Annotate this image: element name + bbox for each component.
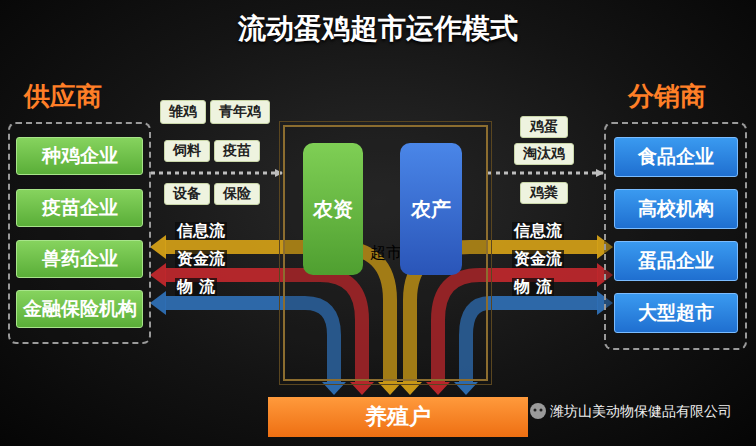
group-heading: 超市 — [370, 243, 402, 264]
node-text: 农产 — [411, 196, 451, 223]
node-text: 鸡蛋 — [530, 118, 558, 136]
flow-label: 物 流 — [512, 278, 554, 296]
node-text: 青年鸡 — [219, 103, 261, 121]
node-text: 雏鸡 — [169, 103, 197, 121]
goods-tag: 保险 — [214, 183, 260, 205]
supplier-group: 供应商种鸡企业疫苗企业兽药企业金融保险机构 — [8, 122, 151, 344]
goods-tag: 设备 — [164, 183, 210, 205]
arrow-head — [398, 382, 422, 395]
flow-label: 物 流 — [175, 278, 217, 296]
supplier-box: 金融保险机构 — [16, 290, 143, 328]
watermark: 潍坊山美动物保健品有限公司 — [550, 402, 732, 420]
supermarket-box: 超市农资 农产 — [283, 125, 488, 381]
distributor-group: 分销商食品企业高校机构蛋品企业大型超市 — [604, 122, 747, 350]
produce-box: 农产 — [400, 143, 462, 275]
node-text: 淘汰鸡 — [523, 145, 565, 163]
node-text: 金融保险机构 — [23, 296, 137, 322]
arrow-head — [378, 382, 402, 395]
node-text: 食品企业 — [638, 144, 714, 170]
flow-label: 资金流 — [512, 250, 564, 268]
group-heading: 分销商 — [628, 80, 706, 112]
distributor-box: 食品企业 — [614, 137, 738, 177]
arrow-head — [150, 291, 166, 315]
goods-tag: 雏鸡 — [160, 100, 206, 124]
node-text: 设备 — [173, 185, 201, 203]
arrow-head — [350, 382, 374, 395]
node-text: 种鸡企业 — [42, 143, 118, 169]
goods-tag: 青年鸡 — [210, 100, 270, 124]
node-text: 农资 — [313, 196, 353, 223]
diagram-title: 流动蛋鸡超市运作模式 — [0, 10, 756, 48]
node-text: 饲料 — [173, 142, 201, 160]
node-text: 蛋品企业 — [638, 248, 714, 274]
goods-tag: 淘汰鸡 — [514, 143, 574, 165]
group-heading: 供应商 — [24, 80, 102, 112]
node-text: 高校机构 — [638, 196, 714, 222]
supplier-box: 兽药企业 — [16, 240, 143, 278]
supplier-box: 疫苗企业 — [16, 189, 143, 227]
node-text: 疫苗企业 — [42, 195, 118, 221]
goods-tag: 疫苗 — [214, 140, 260, 162]
arrow-head — [426, 382, 450, 395]
farmer-box: 养殖户 — [268, 397, 528, 437]
node-text: 疫苗 — [223, 142, 251, 160]
goods-tag: 鸡蛋 — [520, 116, 568, 138]
distributor-box: 高校机构 — [614, 189, 738, 229]
dashed-arrow — [488, 172, 603, 175]
input-box: 农资 — [303, 143, 363, 275]
flow-label: 信息流 — [512, 222, 564, 240]
node-text: 兽药企业 — [42, 246, 118, 272]
goods-tag: 饲料 — [164, 140, 210, 162]
node-text: 养殖户 — [365, 402, 431, 432]
flow-label: 资金流 — [175, 250, 227, 268]
distributor-box: 蛋品企业 — [614, 241, 738, 281]
supplier-box: 种鸡企业 — [16, 137, 143, 175]
arrow-head — [150, 263, 166, 287]
node-text: 鸡粪 — [530, 184, 558, 202]
arrow-head — [150, 235, 166, 259]
wechat-icon — [530, 403, 546, 419]
dashed-arrow — [151, 172, 282, 175]
arrow-head — [322, 382, 346, 395]
node-text: 保险 — [223, 185, 251, 203]
arrow-head — [454, 382, 478, 395]
distributor-box: 大型超市 — [614, 293, 738, 333]
node-text: 大型超市 — [638, 300, 714, 326]
goods-tag: 鸡粪 — [520, 182, 568, 204]
flow-label: 信息流 — [175, 222, 227, 240]
